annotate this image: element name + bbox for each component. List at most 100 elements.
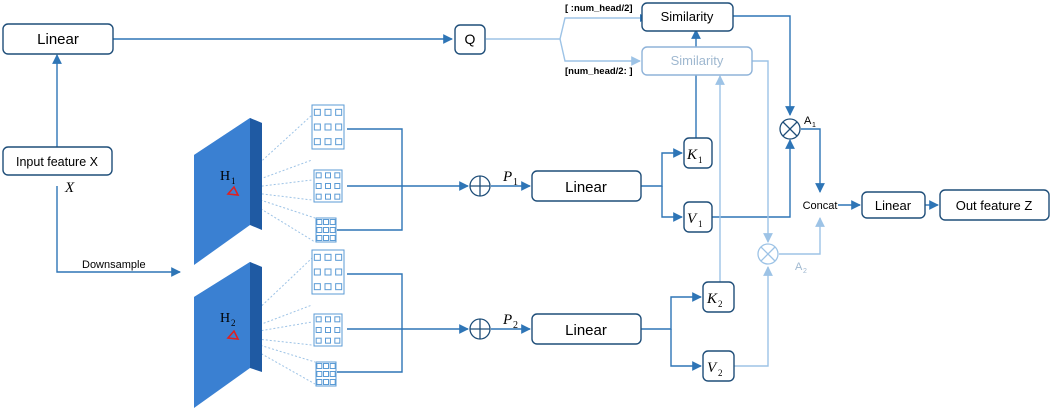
node-linear-out: Linear [861,191,926,219]
arrow-downsample [56,186,181,277]
grid-cell [334,193,341,200]
grid-cell [325,316,331,323]
grid-cell [313,283,321,291]
arrow-linear-to-k1 [641,148,683,187]
grid-cell [313,108,321,116]
h2-red-marker [226,329,240,340]
grid-cell [323,363,329,369]
grid-cell [323,371,329,377]
grid-cell [325,172,331,179]
grid-cell [316,219,323,225]
grid-cell [324,108,332,116]
bracket-h2 [337,273,403,373]
a1-label: A [804,115,812,127]
arrow-q-to-similarity-2 [559,38,641,66]
grid-cell [334,327,341,333]
node-out-feature: Out feature Z [939,189,1050,221]
grid-cell [335,108,343,116]
p1-subscript: 1 [513,177,518,188]
node-linear-bottom: Linear [531,313,642,345]
arrow-v2-to-mult [734,266,773,367]
grid-cell [335,138,343,146]
k2-label: K [706,291,718,307]
grid-cell [315,316,322,323]
grid-cell [334,337,341,344]
grid-cell [313,268,321,276]
feature-map-h1: H 1 [194,118,262,265]
grid-cell [335,253,343,261]
grid-cell [313,138,321,146]
grid-cell [324,123,332,131]
grid-cell [335,283,343,291]
v1-label: V [687,211,698,227]
grid-cell [315,172,322,179]
grid-cell [334,172,341,179]
mult-node-a1 [779,118,801,140]
grid-cell [316,371,323,377]
grid-cell [325,193,331,200]
grid-cell [316,235,323,241]
head-label-first-half: [ :num_head/2] [565,3,633,14]
grid-cell [324,253,332,261]
grid-cell [316,363,323,369]
v2-label: V [707,360,718,376]
k2-subscript: 2 [718,299,723,309]
node-linear-top: Linear [2,23,114,55]
node-similarity-2: Similarity [641,46,753,76]
grid-cell [324,283,332,291]
mult-node-a2 [757,243,779,265]
p2-label: P [502,312,512,328]
grid-cell [313,253,321,261]
a1-subscript: 1 [812,122,816,129]
grid-cell [323,219,329,225]
head-label-second-half: [num_head/2: ] [565,66,633,77]
h2-subscript: 2 [231,318,236,328]
input-feature-label: Input feature X [16,155,99,169]
grid-cell [329,227,336,233]
grid-cell [335,123,343,131]
p2-subscript: 2 [513,320,518,331]
arrow-linear-to-k2 [641,292,702,330]
h2-label: H [220,311,230,326]
grid-cell [316,227,323,233]
grid-cell [315,327,322,333]
node-input-feature: Input feature X [2,146,113,176]
grid-cell [329,235,336,241]
grid-cell [335,268,343,276]
node-q: Q [454,24,486,55]
linear-mid-label: Linear [565,179,607,196]
arrow-similarity-1-to-mult [733,15,795,116]
node-k1: K 1 [683,137,713,169]
q-label: Q [465,31,476,47]
linear-bottom-label: Linear [565,322,607,339]
a2-label: A [795,261,803,273]
downsample-label: Downsample [82,259,146,271]
arrow-similarity-2-to-mult [752,60,773,243]
sum-node-1 [469,175,491,197]
concat-label: Concat [803,200,838,212]
node-v2: V 2 [702,350,735,382]
a2-subscript: 2 [803,268,807,275]
k1-subscript: 1 [698,155,703,165]
similarity-2-label: Similarity [671,53,724,68]
node-linear-mid: Linear [531,170,642,202]
grid-cell [325,327,331,333]
grid-cell [325,183,331,189]
similarity-1-label: Similarity [661,9,714,24]
grid-cell [323,235,329,241]
grid-cell [315,193,322,200]
grid-cell [323,227,329,233]
arrow-linear-to-v2 [670,329,702,371]
grid-cell [334,316,341,323]
k1-label: K [686,147,698,163]
arrow-q-to-similarity-1 [486,17,640,40]
linear-out-label: Linear [875,198,912,213]
grid-cell [315,337,322,344]
sum-node-2 [469,318,491,340]
grid-cell [325,337,331,344]
grid-cell [329,363,336,369]
bracket-h1 [337,128,403,231]
grid-icons [311,104,345,387]
grid-cell [315,183,322,189]
